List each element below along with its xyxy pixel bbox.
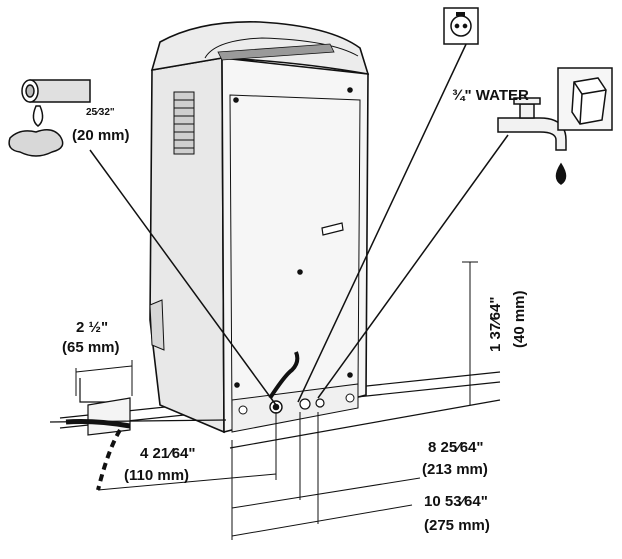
dim-213-imperial: 8 25⁄64": [428, 439, 484, 456]
labels: 25⁄32" (20 mm) ¾" WATER 2 ½" (65 mm) 1 3…: [62, 87, 529, 534]
water-label: ¾" WATER: [452, 87, 529, 104]
dim-275-metric: (275 mm): [424, 517, 490, 534]
side-clearance-metric: (65 mm): [62, 339, 120, 356]
dim-110-imperial: 4 21⁄64": [140, 445, 196, 462]
water-tap-icon: [497, 97, 567, 185]
appliance-cabinet: [149, 21, 370, 434]
dimension-lines: [75, 261, 478, 540]
drain-size-fraction: 25⁄32": [86, 107, 115, 118]
dim-213-metric: (213 mm): [422, 461, 488, 478]
power-outlet-icon: [443, 7, 479, 45]
dim-275-imperial: 10 53⁄64": [424, 493, 488, 510]
drain-hose: [49, 378, 227, 491]
height-dim-metric: (40 mm): [511, 290, 528, 348]
height-dim-imperial: 1 37⁄64": [487, 297, 504, 353]
filter-cartridge-icon: [557, 67, 613, 131]
connection-lines: [89, 39, 509, 406]
side-grille: [173, 91, 195, 155]
power-cable: [268, 351, 300, 400]
drain-size-metric: (20 mm): [72, 127, 130, 144]
dim-110-metric: (110 mm): [124, 467, 189, 484]
side-clearance-imperial: 2 ½": [76, 319, 108, 336]
door-handle: [321, 222, 344, 236]
drain-pipe-icon: [8, 79, 91, 157]
